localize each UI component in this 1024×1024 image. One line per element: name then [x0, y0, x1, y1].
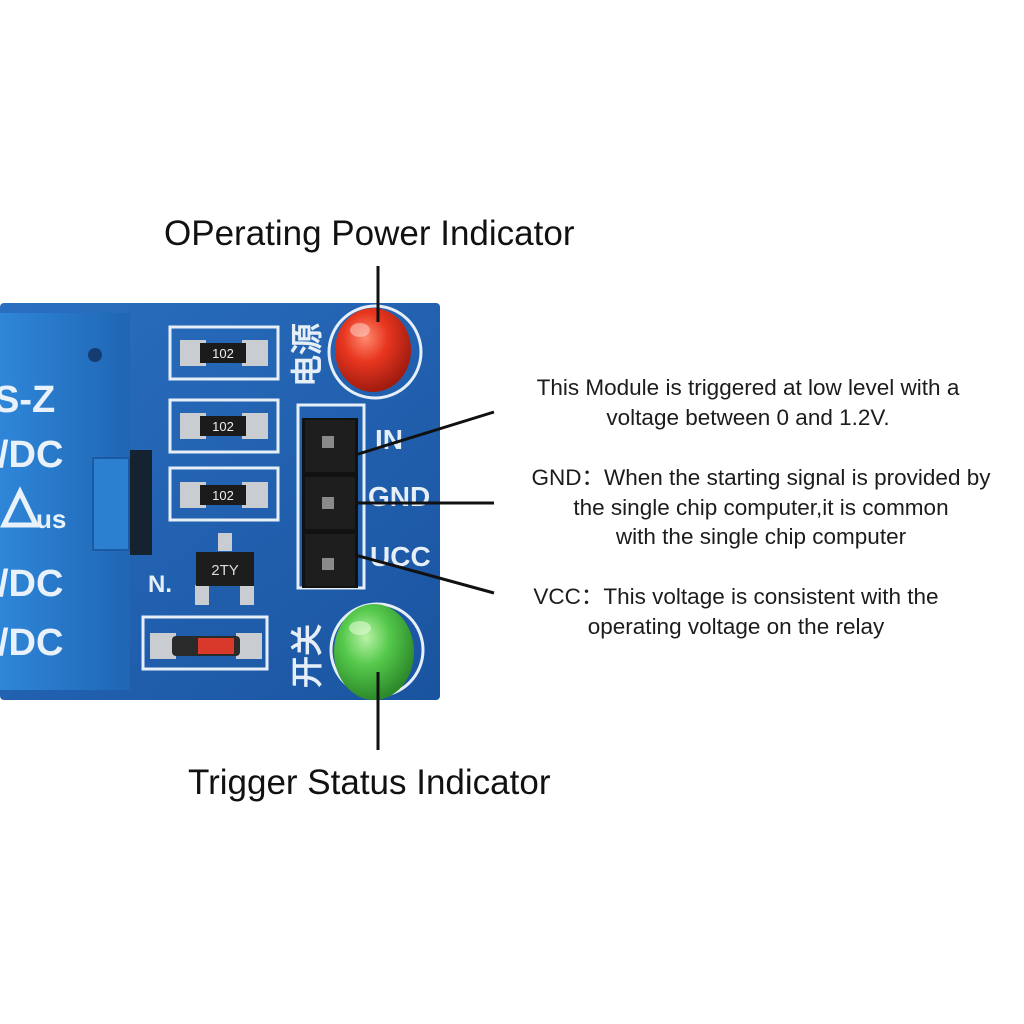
pin-header: [302, 418, 358, 588]
vcc-note-line-1: VCC：This voltage is consistent with the: [533, 584, 939, 609]
pin-label-in: IN: [375, 424, 403, 455]
gnd-note-line-3: with the single chip computer: [615, 524, 907, 549]
resistor-1: 102: [180, 340, 268, 366]
relay-shadow-strip: [130, 450, 152, 555]
trigger-led: [334, 604, 414, 700]
relay-text-3: us: [36, 504, 66, 534]
vcc-note-line-2: operating voltage on the relay: [587, 613, 885, 639]
power-indicator-title: OPerating Power Indicator: [164, 214, 575, 253]
relay-screw-hole: [88, 348, 102, 362]
relay-notch: [92, 457, 130, 551]
vcc-pin-note: VCC：This voltage is consistent with the …: [498, 582, 974, 641]
gnd-note-line-1: GND：When the starting signal is provided…: [531, 465, 991, 490]
relay-text-2: /DC: [0, 434, 63, 476]
power-led-ring: [327, 304, 423, 400]
diode-outline: [141, 615, 269, 671]
power-led: [335, 308, 411, 392]
in-note-leader: [354, 410, 495, 457]
resistor-outline-1: [168, 325, 280, 381]
pin-label-gnd: GND: [368, 481, 430, 512]
relay-text-1: S-Z: [0, 379, 55, 421]
in-pin-note: This Module is triggered at low level wi…: [498, 373, 998, 432]
diode-ref-label: N.: [148, 571, 172, 598]
chinese-label-switch: 开关: [289, 624, 325, 688]
in-note-line-1: This Module is triggered at low level wi…: [536, 375, 960, 400]
relay-delta-symbol: [0, 486, 40, 528]
in-note-line-2: voltage between 0 and 1.2V.: [606, 404, 890, 430]
resistor-3: 102: [180, 482, 268, 508]
resistor-code-3: 102: [212, 488, 234, 503]
transistor-code: 2TY: [211, 562, 239, 579]
chinese-label-power: 电源: [289, 323, 325, 387]
gnd-pin-note: GND：When the starting signal is provided…: [498, 463, 1024, 552]
resistor-2: 102: [180, 413, 268, 439]
transistor: 2TY: [195, 533, 254, 605]
relay-text-4: /DC: [0, 563, 63, 605]
resistor-outline-2: [168, 398, 280, 454]
diode: [150, 633, 262, 659]
gnd-note-line-2: the single chip computer,it is common: [573, 494, 949, 520]
resistor-code-2: 102: [212, 419, 234, 434]
resistor-outline-3: [168, 466, 280, 522]
vcc-note-leader: [354, 553, 495, 595]
resistor-code-1: 102: [212, 346, 234, 361]
relay-text-5: /DC: [0, 622, 63, 664]
trigger-indicator-title: Trigger Status Indicator: [188, 763, 551, 802]
